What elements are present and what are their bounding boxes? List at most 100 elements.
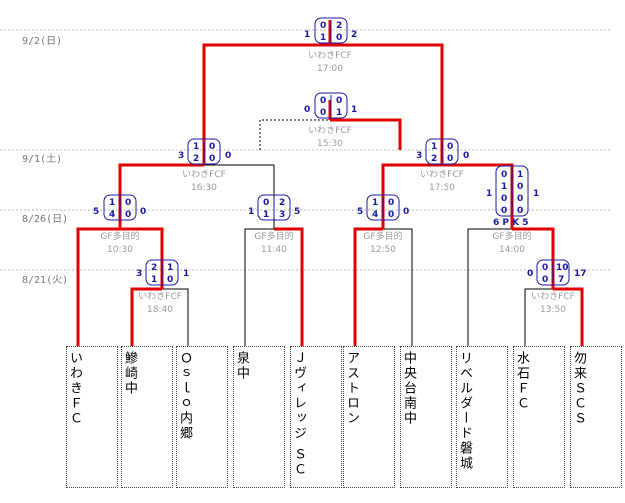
score-half: 0 (320, 21, 326, 31)
score-total-right: 0 (463, 151, 469, 161)
score-half: 1 (517, 170, 523, 180)
score-sfa: 3 1 2 0 0 0 (178, 138, 231, 165)
score-half: 1 (109, 198, 115, 208)
date-label-final: 9/2(日) (22, 36, 62, 47)
score-half: 0 (125, 210, 131, 220)
score-half: 1 (372, 198, 378, 208)
date-label-round1: 8/21(火) (22, 274, 68, 286)
score-half: 0 (336, 96, 342, 106)
time-label: 18:40 (147, 305, 173, 315)
score-half: 2 (151, 263, 157, 273)
team-box: 鰺崎中 (121, 346, 173, 488)
team-name: アストロン (344, 351, 359, 426)
score-total-left: 1 (304, 30, 310, 40)
team-box: Ｏｓｌｏ内郷 (176, 346, 228, 488)
score-half: 2 (279, 198, 285, 208)
score-half: 1 (263, 210, 269, 220)
score-r2d: 1 0 1 0 0 1 0 0 0 1 6 P K 5 (486, 165, 539, 228)
score-half: 2 (336, 21, 342, 31)
score-half: 1 (320, 33, 326, 43)
time-label: 17:50 (429, 183, 455, 193)
score-half: 0 (501, 206, 507, 216)
score-half: 1 (193, 142, 199, 152)
time-label: 17:00 (317, 64, 343, 74)
team-box: アストロン (343, 346, 395, 488)
team-box: 泉中 (233, 346, 285, 488)
score-total-left: 5 (357, 207, 363, 217)
score-half: 4 (372, 210, 378, 220)
team-name: Ｊヴィレッジ ＳＣ (291, 351, 306, 478)
score-half: 0 (388, 198, 394, 208)
score-final: 1 0 1 2 0 2 (304, 17, 357, 44)
venue-label: いわきFCF (308, 50, 352, 61)
score-half: 1 (336, 108, 342, 118)
time-label: 13:50 (540, 305, 566, 315)
team-box: 中央台南中 (400, 346, 452, 488)
date-dividers (0, 29, 612, 271)
score-half: 1 (167, 263, 173, 273)
score-total-right: 0 (225, 151, 231, 161)
score-half: 0 (209, 154, 215, 164)
score-half: 0 (167, 275, 173, 285)
score-half: 0 (209, 142, 215, 152)
score-total-right: 1 (183, 269, 189, 279)
score-total-left: 1 (486, 189, 492, 199)
score-half: 0 (125, 198, 131, 208)
score-r1a: 3 2 1 1 0 1 (136, 259, 189, 286)
date-label-semifinal: 9/1(土) (22, 152, 62, 165)
score-total-right: 1 (533, 189, 539, 199)
score-r2b: 1 0 1 2 3 5 (248, 194, 300, 221)
time-label: 14:00 (499, 245, 525, 255)
score-half: 0 (447, 142, 453, 152)
score-sfb: 3 1 2 0 0 0 (416, 138, 469, 165)
time-label: 16:30 (191, 183, 217, 193)
date-label-round2: 8/26(日) (22, 214, 68, 225)
time-label: 12:50 (370, 245, 396, 255)
score-total-right: 17 (574, 269, 587, 279)
score-half: 2 (193, 154, 199, 164)
score-half: 0 (517, 206, 523, 216)
score-half: 0 (517, 182, 523, 192)
score-r2c: 5 1 4 0 0 0 (357, 194, 409, 221)
venue-label: いわきFCF (182, 169, 226, 180)
score-total-left: 3 (416, 151, 422, 161)
team-box: 勿来ＳＣＳ (570, 346, 622, 488)
score-r2a: 5 1 4 0 0 0 (93, 194, 146, 221)
score-total-left: 3 (178, 151, 184, 161)
score-half: 1 (431, 142, 437, 152)
score-total-left: 0 (527, 269, 533, 279)
score-total-right: 2 (351, 30, 357, 40)
team-name: 中央台南中 (401, 351, 416, 426)
score-half: 0 (263, 198, 269, 208)
score-half: 0 (447, 154, 453, 164)
score-total-right: 5 (294, 207, 300, 217)
team-name: 勿来ＳＣＳ (571, 351, 586, 426)
score-total-left: 1 (248, 207, 254, 217)
venue-label: いわきFCF (308, 125, 352, 136)
score-total-right: 0 (403, 207, 409, 217)
venue-label: GF多目的 (254, 230, 293, 242)
pk-score: 6 P K 5 (493, 218, 529, 228)
venue-label: いわきFCF (420, 169, 464, 180)
venue-label: いわきFCF (138, 291, 182, 302)
score-half: 0 (320, 96, 326, 106)
venue-label: GF多目的 (363, 230, 402, 242)
venue-label: GF多目的 (100, 230, 139, 242)
score-r1b: 0 0 0 10 7 17 (527, 259, 587, 286)
score-half: 0 (320, 108, 326, 118)
score-third: 0 0 0 0 1 1 (304, 92, 357, 119)
score-half: 0 (388, 210, 394, 220)
score-half: 0 (517, 194, 523, 204)
score-total-right: 1 (351, 105, 357, 115)
score-half: 1 (501, 182, 507, 192)
team-name: 鰺崎中 (122, 351, 137, 396)
score-total-left: 5 (93, 207, 99, 217)
time-label: 11:40 (261, 245, 287, 255)
score-half: 10 (556, 263, 569, 273)
venue-label: いわきFCF (531, 291, 575, 302)
team-name: 泉中 (234, 351, 249, 381)
team-box: Ｊヴィレッジ ＳＣ (290, 346, 342, 488)
score-half: 4 (109, 210, 115, 220)
team-name: リベルダード磐城 (457, 351, 472, 471)
